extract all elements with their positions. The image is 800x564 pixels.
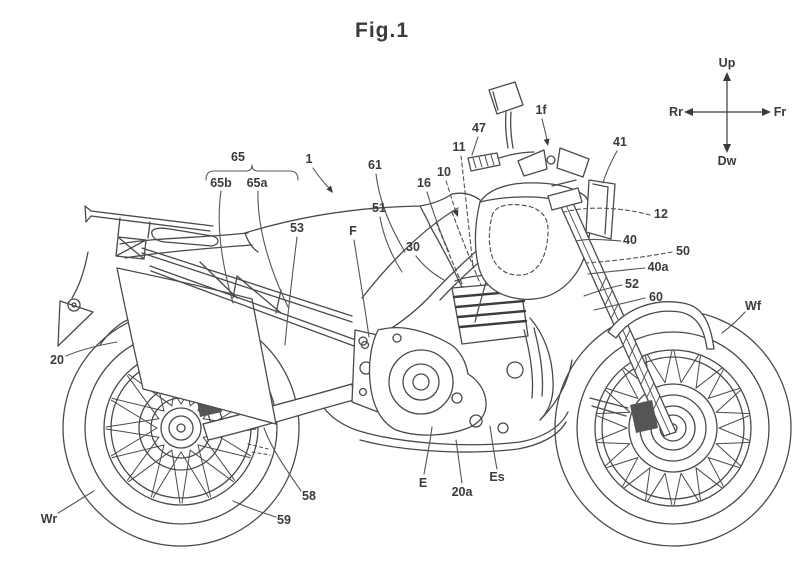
ref-label-30: 30 — [406, 239, 420, 254]
ref-label-53: 53 — [290, 220, 304, 235]
ref-label-59: 59 — [277, 512, 291, 527]
ref-label-60: 60 — [649, 289, 663, 304]
handlebar-mirror — [467, 81, 590, 178]
ref-label-47: 47 — [472, 120, 486, 135]
engine — [358, 274, 544, 436]
ref-label-41: 41 — [613, 134, 627, 149]
ref-label-12: 12 — [654, 206, 668, 221]
ref-label-20: 20 — [50, 352, 64, 367]
ref-label-16: 16 — [417, 175, 431, 190]
ref-label-65a: 65a — [246, 175, 268, 190]
ref-label-65b: 65b — [210, 175, 232, 190]
leader-lines — [57, 118, 746, 518]
ref-label-52: 52 — [625, 276, 639, 291]
ref-label-Wf: Wf — [745, 298, 761, 313]
ref-label-40: 40 — [623, 232, 637, 247]
ref-label-10: 10 — [437, 164, 451, 179]
front-fender — [607, 301, 715, 350]
compass-front-label: Fr — [773, 104, 787, 119]
ref-label-Wr: Wr — [40, 511, 58, 526]
rear-bodywork — [57, 205, 357, 425]
headlight-cowl — [451, 182, 592, 300]
ref-label-1: 1 — [305, 151, 313, 166]
figure-title: Fig.1 — [354, 19, 410, 42]
ref-label-51: 51 — [372, 200, 386, 215]
ref-label-50: 50 — [676, 243, 690, 258]
ref-label-61: 61 — [368, 157, 382, 172]
compass-arrows — [684, 72, 771, 153]
front-fork — [547, 179, 677, 437]
compass-down-label: Dw — [717, 153, 737, 168]
ref-label-65: 65 — [231, 149, 245, 164]
ref-label-F: F — [349, 223, 357, 238]
meter-visor — [585, 179, 616, 240]
ref-label-E: E — [418, 475, 428, 490]
ref-label-40a: 40a — [647, 259, 669, 274]
compass-rear-label: Rr — [669, 104, 683, 119]
ref-label-20a: 20a — [451, 484, 473, 499]
ref-label-11: 11 — [452, 139, 466, 154]
ref-label-Es: Es — [489, 469, 505, 484]
ref-label-58: 58 — [302, 488, 316, 503]
compass-up-label: Up — [718, 55, 736, 70]
ref-label-1f: 1f — [535, 102, 547, 117]
